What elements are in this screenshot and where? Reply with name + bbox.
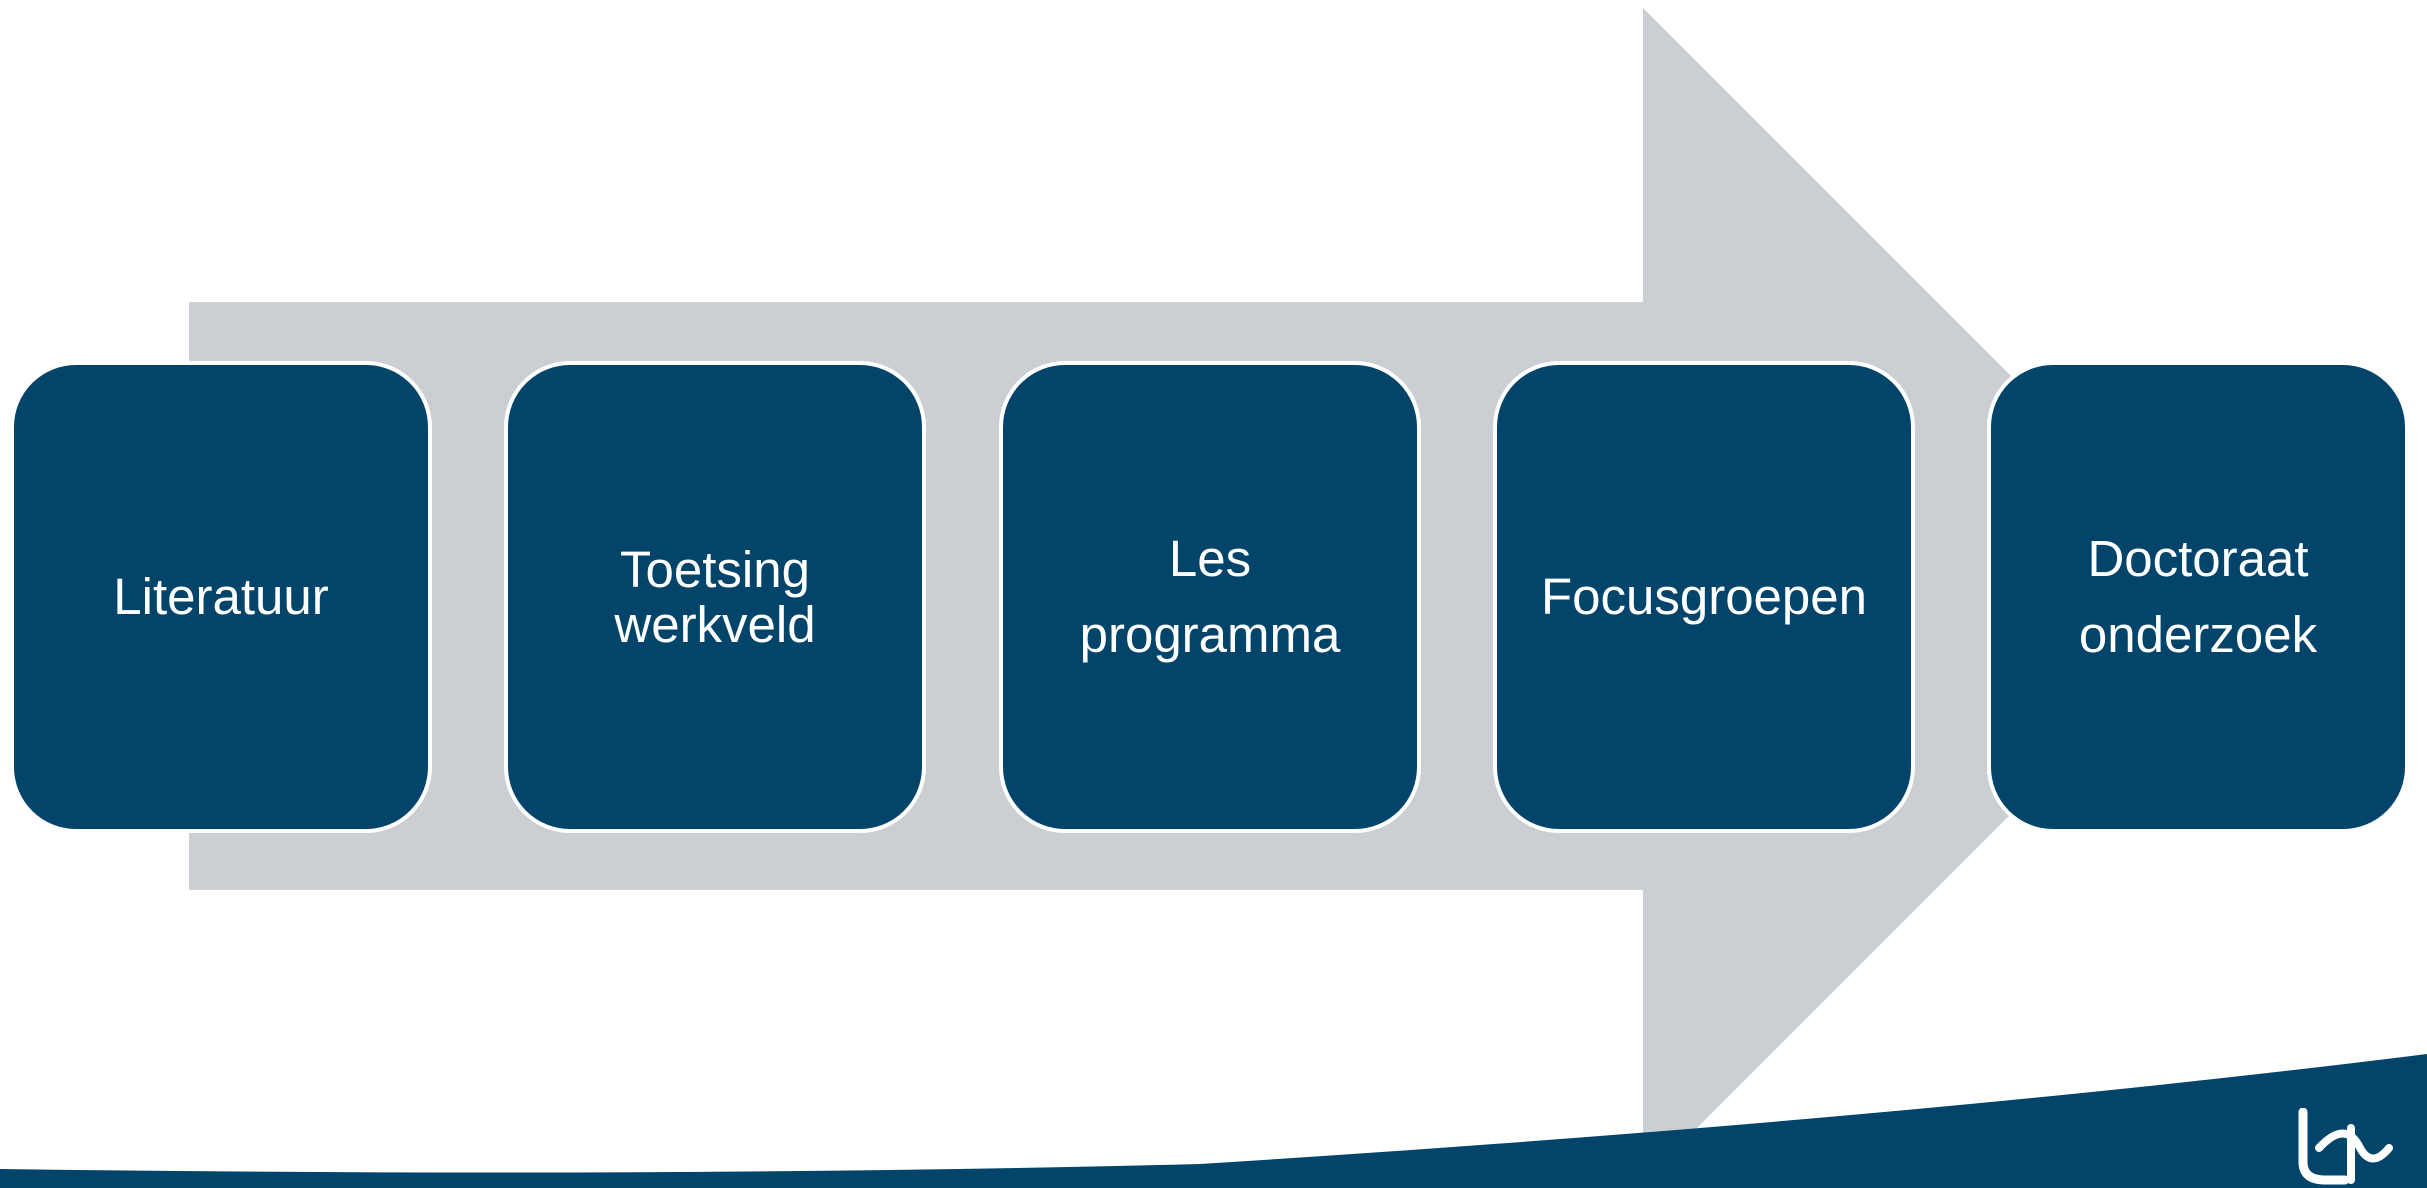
step-toetsing-werkveld: Toetsing werkveld	[504, 361, 926, 833]
step-literatuur: Literatuur	[10, 361, 432, 833]
step-label: Toetsing werkveld	[614, 540, 816, 653]
step-focusgroepen: Focusgroepen	[1493, 361, 1915, 833]
university-logo-icon	[2298, 1108, 2393, 1185]
step-les-programma: Les programma	[999, 361, 1421, 833]
footer-wave	[0, 1054, 2427, 1188]
step-label: Les programma	[1079, 529, 1341, 664]
step-label: Literatuur	[113, 567, 329, 625]
step-doctoraat-onderzoek: Doctoraat onderzoek	[1987, 361, 2409, 833]
step-label: Doctoraat onderzoek	[2078, 529, 2318, 664]
step-label: Focusgroepen	[1540, 567, 1868, 625]
